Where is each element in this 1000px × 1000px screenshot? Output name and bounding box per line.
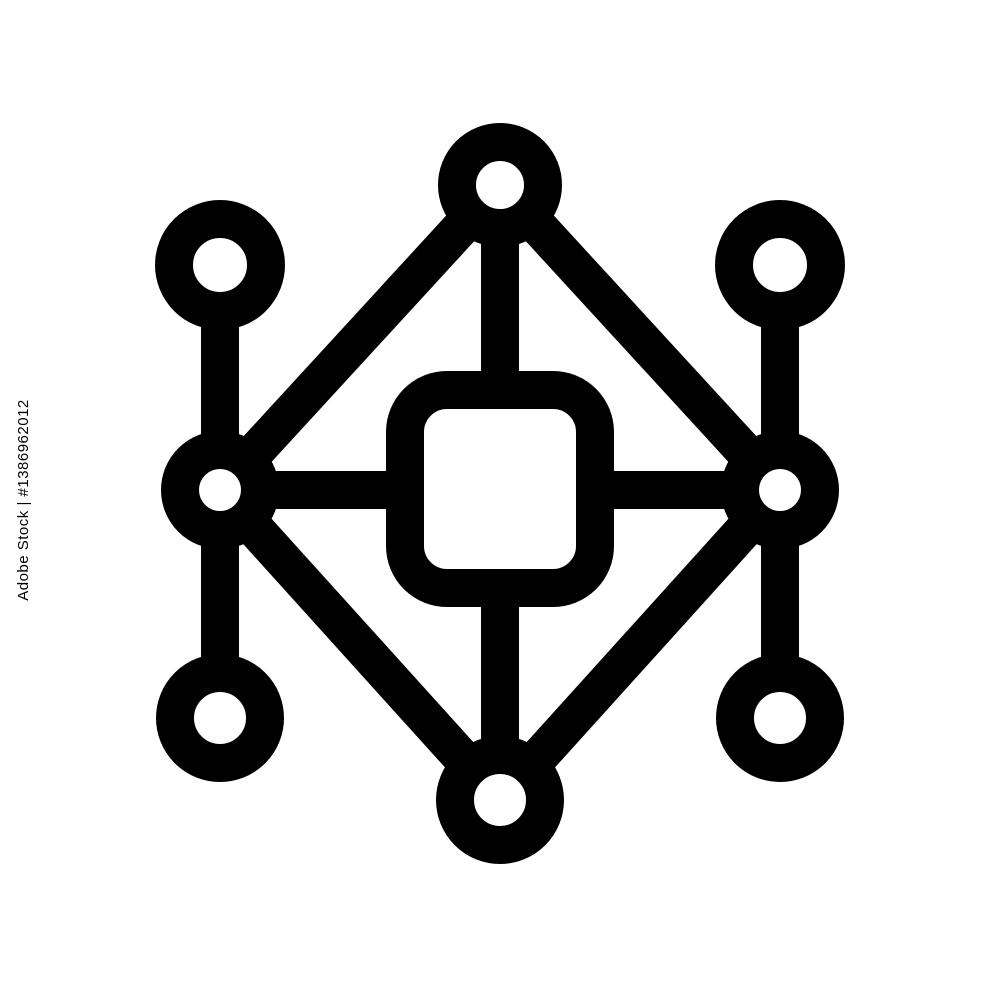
- node-bottom: [436, 736, 564, 864]
- connector-diamond-bottom-right: [481, 471, 799, 819]
- connector-diamond-top-left: [201, 166, 519, 509]
- node-right-top: [715, 200, 845, 330]
- node-right-bottom: [716, 654, 844, 782]
- node-left-bottom: [156, 654, 284, 782]
- node-left-middle: [161, 431, 279, 549]
- connector-diamond-bottom-left: [201, 471, 519, 819]
- node-circles: [155, 123, 845, 864]
- node-right-middle: [721, 431, 839, 549]
- connector-diamond-top-right: [481, 166, 799, 509]
- stock-id-caption: Adobe Stock | #1386962012: [15, 399, 32, 601]
- center-hub-square: [386, 371, 614, 607]
- node-left-top: [155, 200, 285, 330]
- node-top: [438, 123, 562, 247]
